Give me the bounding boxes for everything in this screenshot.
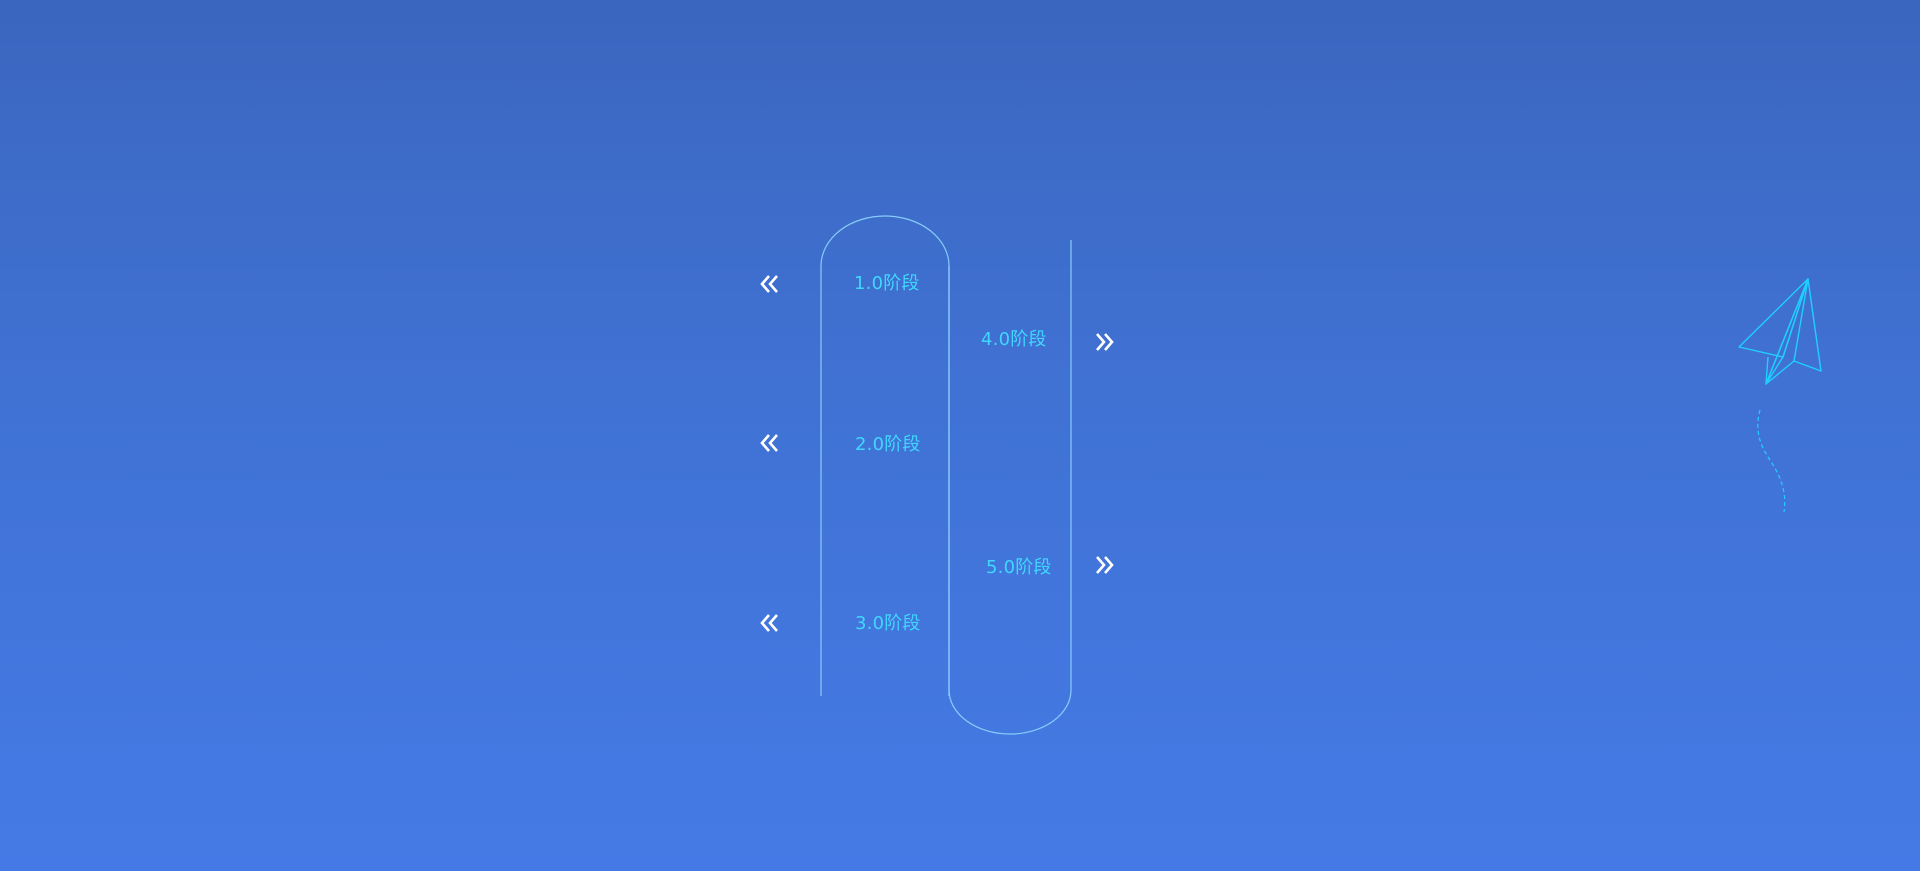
double-chevron-left-icon <box>760 275 778 293</box>
double-chevron-right-icon <box>1096 556 1114 574</box>
stage-label-3: 3.0阶段 <box>855 613 921 634</box>
double-chevron-left-icon <box>760 614 778 632</box>
double-chevron-right-icon <box>1096 333 1114 351</box>
pipe-right-column <box>948 240 1072 735</box>
stage-label-5: 5.0阶段 <box>986 557 1052 578</box>
stage-label-2: 2.0阶段 <box>855 434 921 455</box>
dashed-trail <box>1757 409 1786 513</box>
stage-label-4: 4.0阶段 <box>981 329 1047 350</box>
paper-plane-icon <box>1738 278 1822 385</box>
stage-label-1: 1.0阶段 <box>854 273 920 294</box>
double-chevron-left-icon <box>760 434 778 452</box>
